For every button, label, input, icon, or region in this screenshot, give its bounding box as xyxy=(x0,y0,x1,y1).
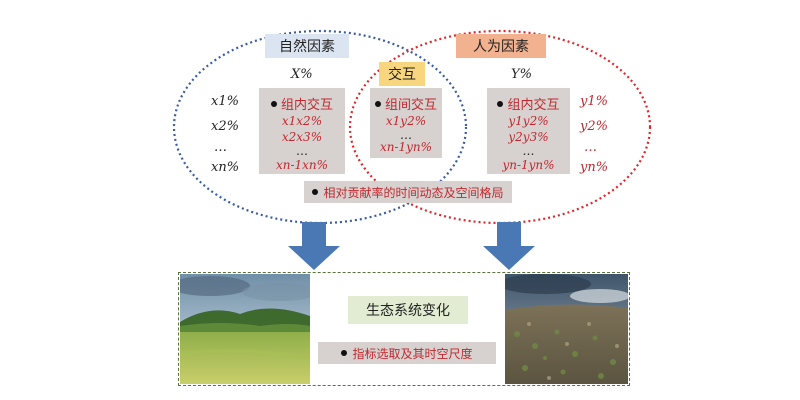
bullet-dot xyxy=(341,350,348,356)
y1-label: y1% xyxy=(580,94,608,109)
x-percent-label: X% xyxy=(291,67,313,82)
panel-x-title-text: 组内交互 xyxy=(280,98,333,113)
panel-mid-row1: x1y2% xyxy=(385,114,427,128)
panel-y-row2: y2y3% xyxy=(508,130,549,144)
human-factors-label: 人为因素 xyxy=(456,34,546,58)
x2-label: x2% xyxy=(211,119,239,134)
down-arrow-left xyxy=(288,222,340,270)
panel-x-row2: x2x3% xyxy=(281,130,323,144)
panel-y-dots: … xyxy=(522,144,535,158)
degraded-land-photo-graphic xyxy=(505,274,628,384)
y-percent-label: Y% xyxy=(511,67,532,82)
panel-x-row4: xn-1xn% xyxy=(275,158,329,172)
bullet-dot xyxy=(374,101,381,107)
indicator-selection-text: 指标选取及其时空尺度 xyxy=(352,346,473,361)
within-group-interaction-panel-x: 组内交互 x1x2% x2x3% … xn-1xn% xyxy=(259,88,345,174)
panel-y-row1: y1y2% xyxy=(508,114,549,128)
interaction-label: 交互 xyxy=(379,62,425,86)
y2-label: y2% xyxy=(580,119,608,134)
yn-label: yn% xyxy=(580,160,609,175)
xn-text: xn% xyxy=(211,160,240,175)
x1-label: x1% xyxy=(211,94,239,109)
panel-x-row1: x1x2% xyxy=(281,114,323,128)
temporal-spatial-dynamics-box: 相对贡献率的时间动态及空间格局 xyxy=(304,181,512,203)
panel-mid-dots: … xyxy=(400,128,412,142)
panel-y-row4: yn-1yn% xyxy=(502,158,555,172)
bullet-dot xyxy=(270,101,277,107)
x1-text: x1% xyxy=(211,94,239,109)
xn-label: xn% xyxy=(211,160,239,175)
panel-mid-title-text: 组间交互 xyxy=(384,98,437,113)
panel-y-title: 组内交互 xyxy=(487,94,570,113)
within-group-interaction-panel-y: 组内交互 y1y2% y2y3% … yn-1yn% xyxy=(487,88,570,174)
panel-mid-title: 组间交互 xyxy=(370,94,442,113)
grassland-photo xyxy=(180,274,310,384)
x2-text: x2% xyxy=(211,119,239,134)
bullet-dot xyxy=(497,101,504,107)
y-dots: … xyxy=(584,140,597,155)
down-arrow-right xyxy=(483,222,535,270)
panel-mid-row3: xn-1yn% xyxy=(379,140,433,154)
grassland-photo-graphic xyxy=(180,274,310,384)
temporal-spatial-dynamics-text: 相对贡献率的时间动态及空间格局 xyxy=(323,185,504,200)
degraded-land-photo xyxy=(505,274,628,384)
x-dots: … xyxy=(214,140,227,155)
bullet-dot xyxy=(312,189,319,195)
between-group-interaction-panel: 组间交互 x1y2% … xn-1yn% xyxy=(370,88,442,158)
natural-factors-label: 自然因素 xyxy=(265,34,349,58)
panel-x-title: 组内交互 xyxy=(259,94,345,113)
panel-x-dots: … xyxy=(296,144,308,158)
indicator-selection-box: 指标选取及其时空尺度 xyxy=(318,342,496,364)
panel-y-title-text: 组内交互 xyxy=(507,98,560,113)
ecosystem-change-label: 生态系统变化 xyxy=(348,296,468,324)
